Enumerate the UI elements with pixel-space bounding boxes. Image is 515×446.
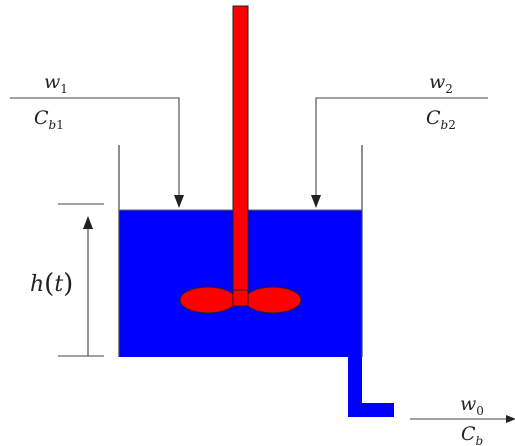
inlet1-flow-label: w1 [44, 71, 68, 96]
inlet1-arrowhead [174, 195, 184, 208]
outlet-conc-label: Cb [461, 423, 483, 446]
level-arrowhead [83, 216, 93, 229]
outlet-pipe-vertical [348, 357, 362, 417]
stirrer-blade-left [179, 286, 237, 314]
stirrer-blade-right [244, 286, 302, 314]
outlet-arrowhead [506, 415, 515, 423]
inlet2-conc-label: Cb2 [426, 107, 456, 132]
outlet-pipe-horizontal [348, 403, 394, 417]
inlet1-conc-label: Cb1 [34, 107, 64, 132]
level-label: h(t) [30, 269, 73, 299]
outlet-flow-label: w0 [460, 393, 484, 418]
inlet2-line [315, 97, 488, 198]
stirrer-hub [232, 289, 249, 307]
inlet2-arrowhead [311, 195, 321, 208]
stirrer-shaft [232, 5, 249, 307]
inlet2-flow-label: w2 [429, 71, 453, 96]
inlet1-line [10, 97, 180, 198]
